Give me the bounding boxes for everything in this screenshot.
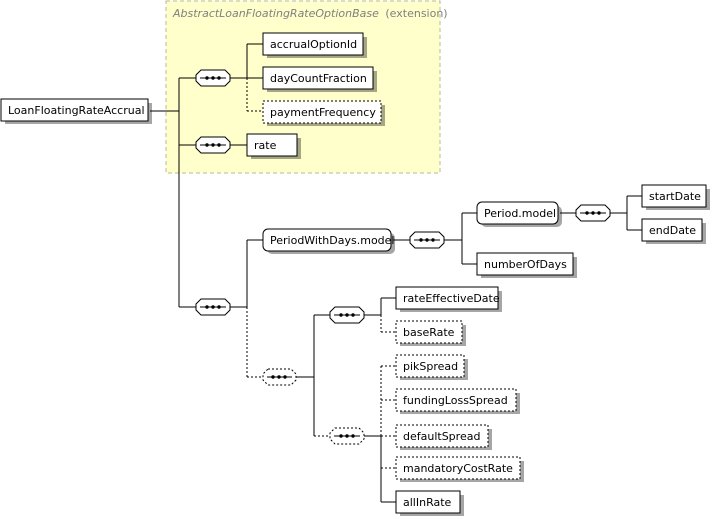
element-accrualOptionId[interactable]: accrualOptionId: [262, 32, 367, 58]
svg-text:pikSpread: pikSpread: [403, 360, 458, 373]
svg-text:Period.model: Period.model: [484, 207, 556, 220]
svg-text:rateEffectiveDate: rateEffectiveDate: [403, 292, 500, 305]
element-baseRate[interactable]: baseRate: [395, 320, 466, 346]
svg-text:PeriodWithDays.model: PeriodWithDays.model: [270, 234, 394, 247]
element-rate[interactable]: rate: [246, 133, 301, 159]
svg-text:numberOfDays: numberOfDays: [484, 258, 567, 271]
svg-text:endDate: endDate: [649, 224, 696, 237]
group-PeriodWithDays-model[interactable]: PeriodWithDays.model: [262, 228, 395, 254]
sequence-compositor: [195, 298, 231, 316]
root-element-box[interactable]: LoanFloatingRateAccrual: [0, 98, 152, 124]
sequence-compositor: [575, 204, 611, 222]
svg-text:allInRate: allInRate: [403, 496, 452, 509]
element-paymentFrequency[interactable]: paymentFrequency: [262, 100, 385, 126]
svg-text:fundingLossSpread: fundingLossSpread: [403, 394, 508, 407]
optional-sequence-compositor: [329, 427, 365, 445]
element-allInRate[interactable]: allInRate: [395, 490, 464, 516]
svg-text:defaultSpread: defaultSpread: [403, 430, 480, 443]
svg-text:baseRate: baseRate: [403, 326, 455, 339]
svg-text:rate: rate: [254, 139, 277, 152]
element-dayCountFraction[interactable]: dayCountFraction: [262, 66, 377, 92]
group-Period-model[interactable]: Period.model: [476, 201, 562, 227]
connectors: [150, 43, 642, 503]
svg-text:paymentFrequency: paymentFrequency: [270, 106, 376, 119]
svg-text:accrualOptionId: accrualOptionId: [270, 38, 357, 51]
element-defaultSpread[interactable]: defaultSpread: [395, 424, 492, 450]
root-element-label: LoanFloatingRateAccrual: [8, 104, 145, 117]
extension-title: AbstractLoanFloatingRateOptionBase (exte…: [172, 7, 448, 20]
svg-text:startDate: startDate: [649, 190, 701, 203]
element-numberOfDays[interactable]: numberOfDays: [476, 252, 577, 278]
sequence-compositor: [195, 136, 231, 154]
svg-text:dayCountFraction: dayCountFraction: [270, 72, 367, 85]
optional-connectors: [246, 78, 396, 469]
sequence-compositor: [195, 69, 231, 87]
sequence-compositor: [329, 306, 365, 324]
svg-text:mandatoryCostRate: mandatoryCostRate: [403, 462, 513, 475]
sequence-compositor: [409, 231, 445, 249]
element-mandatoryCostRate[interactable]: mandatoryCostRate: [395, 456, 524, 482]
element-startDate[interactable]: startDate: [641, 184, 710, 210]
element-pikSpread[interactable]: pikSpread: [395, 354, 468, 380]
element-fundingLossSpread[interactable]: fundingLossSpread: [395, 388, 520, 414]
element-endDate[interactable]: endDate: [641, 218, 706, 244]
element-rateEffectiveDate[interactable]: rateEffectiveDate: [395, 286, 502, 312]
optional-sequence-compositor: [262, 368, 297, 386]
